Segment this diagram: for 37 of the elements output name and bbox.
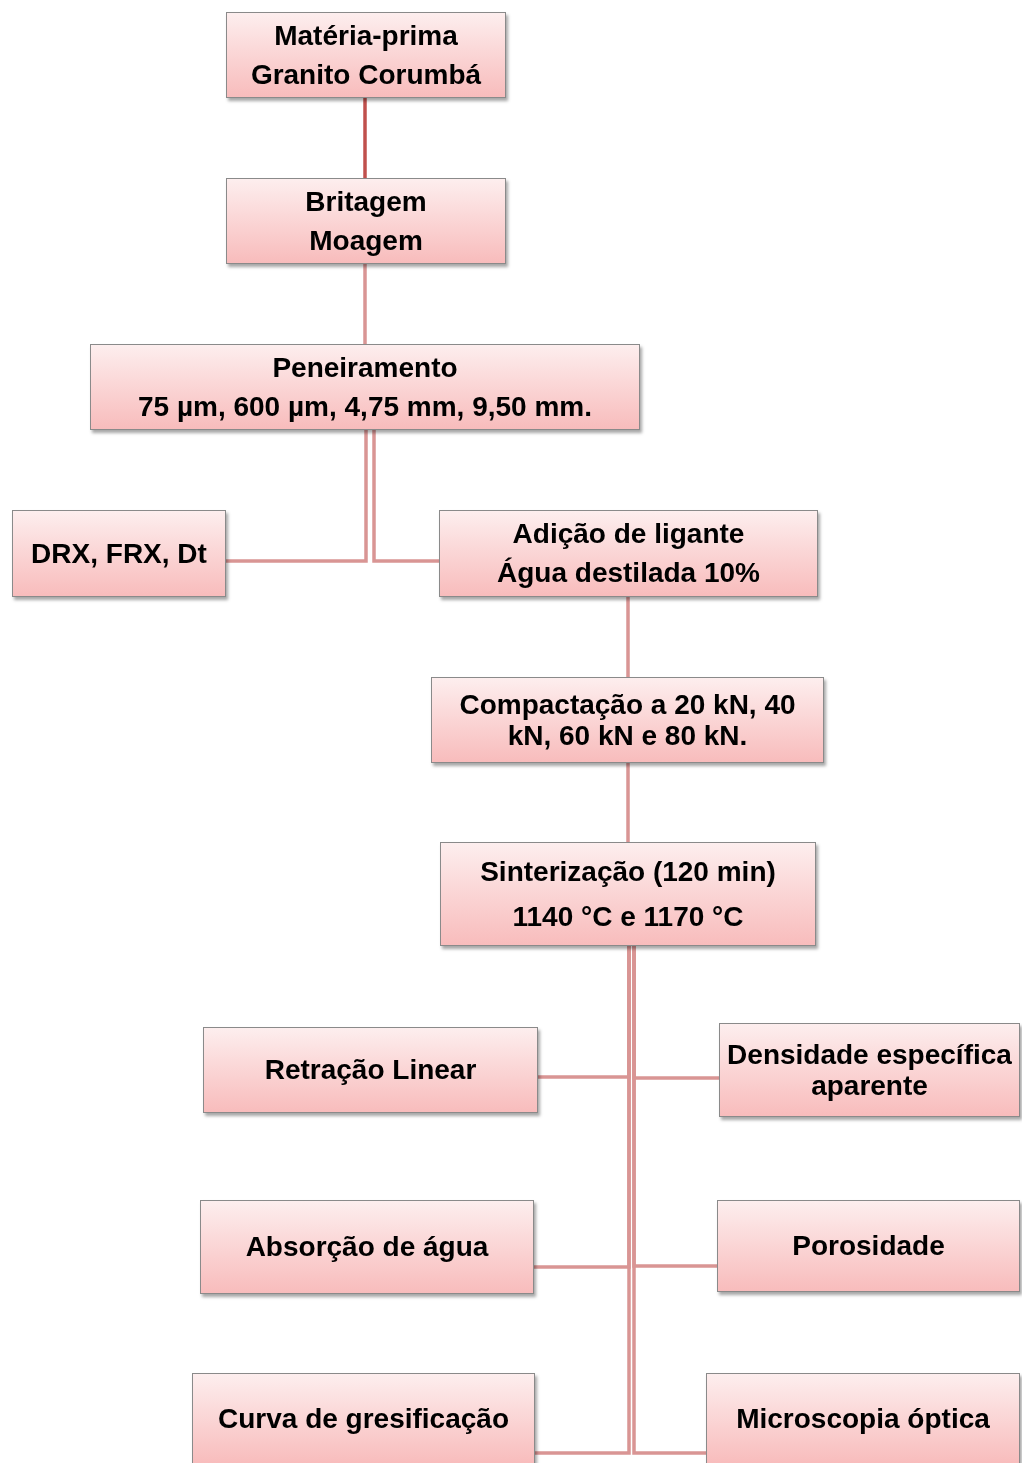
box-text: Adição de ligante: [512, 518, 745, 550]
box-text: Peneiramento: [272, 352, 458, 384]
box-text: 1140 °C e 1170 °C: [512, 900, 744, 932]
box-text: Matéria-prima: [274, 20, 458, 52]
box-text: Compactação a 20 kN, 40 kN, 60 kN e 80 kN.: [458, 688, 797, 752]
connector-line: [363, 264, 367, 344]
box-text: Sinterização (120 min): [480, 856, 776, 888]
process-box: [706, 1373, 1020, 1463]
process-box: [203, 1027, 538, 1113]
connector-line: [226, 430, 368, 563]
process-box: [200, 1200, 534, 1294]
box-text: Moagem: [309, 224, 423, 256]
box-text: 75 µm, 600 µm, 4,75 mm, 9,50 mm.: [137, 390, 593, 422]
box-text: Retração Linear: [264, 1054, 477, 1086]
box-text: Porosidade: [792, 1230, 945, 1262]
process-box: [226, 12, 506, 98]
box-text: Absorção de água: [245, 1231, 489, 1263]
connector-line: [372, 430, 439, 563]
connector-line: [626, 597, 630, 677]
box-text: Microscopia óptica: [736, 1403, 990, 1435]
box-text: Curva de gresificação: [218, 1403, 509, 1435]
connector-line: [626, 763, 630, 842]
box-text: Água destilada 10%: [497, 557, 760, 589]
process-box: [719, 1023, 1020, 1117]
box-text: Granito Corumbá: [250, 58, 482, 90]
process-box: [90, 344, 640, 430]
connector-line: [363, 98, 367, 178]
process-box: [717, 1200, 1020, 1292]
process-box: [440, 842, 816, 946]
box-text: Densidade específica aparente: [726, 1038, 1013, 1102]
process-box: [12, 510, 226, 597]
process-box: [192, 1373, 535, 1463]
process-box: [431, 677, 824, 763]
process-box: [439, 510, 818, 597]
process-box: [226, 178, 506, 264]
box-text: DRX, FRX, Dt: [31, 537, 207, 570]
box-text: Britagem: [305, 186, 427, 218]
